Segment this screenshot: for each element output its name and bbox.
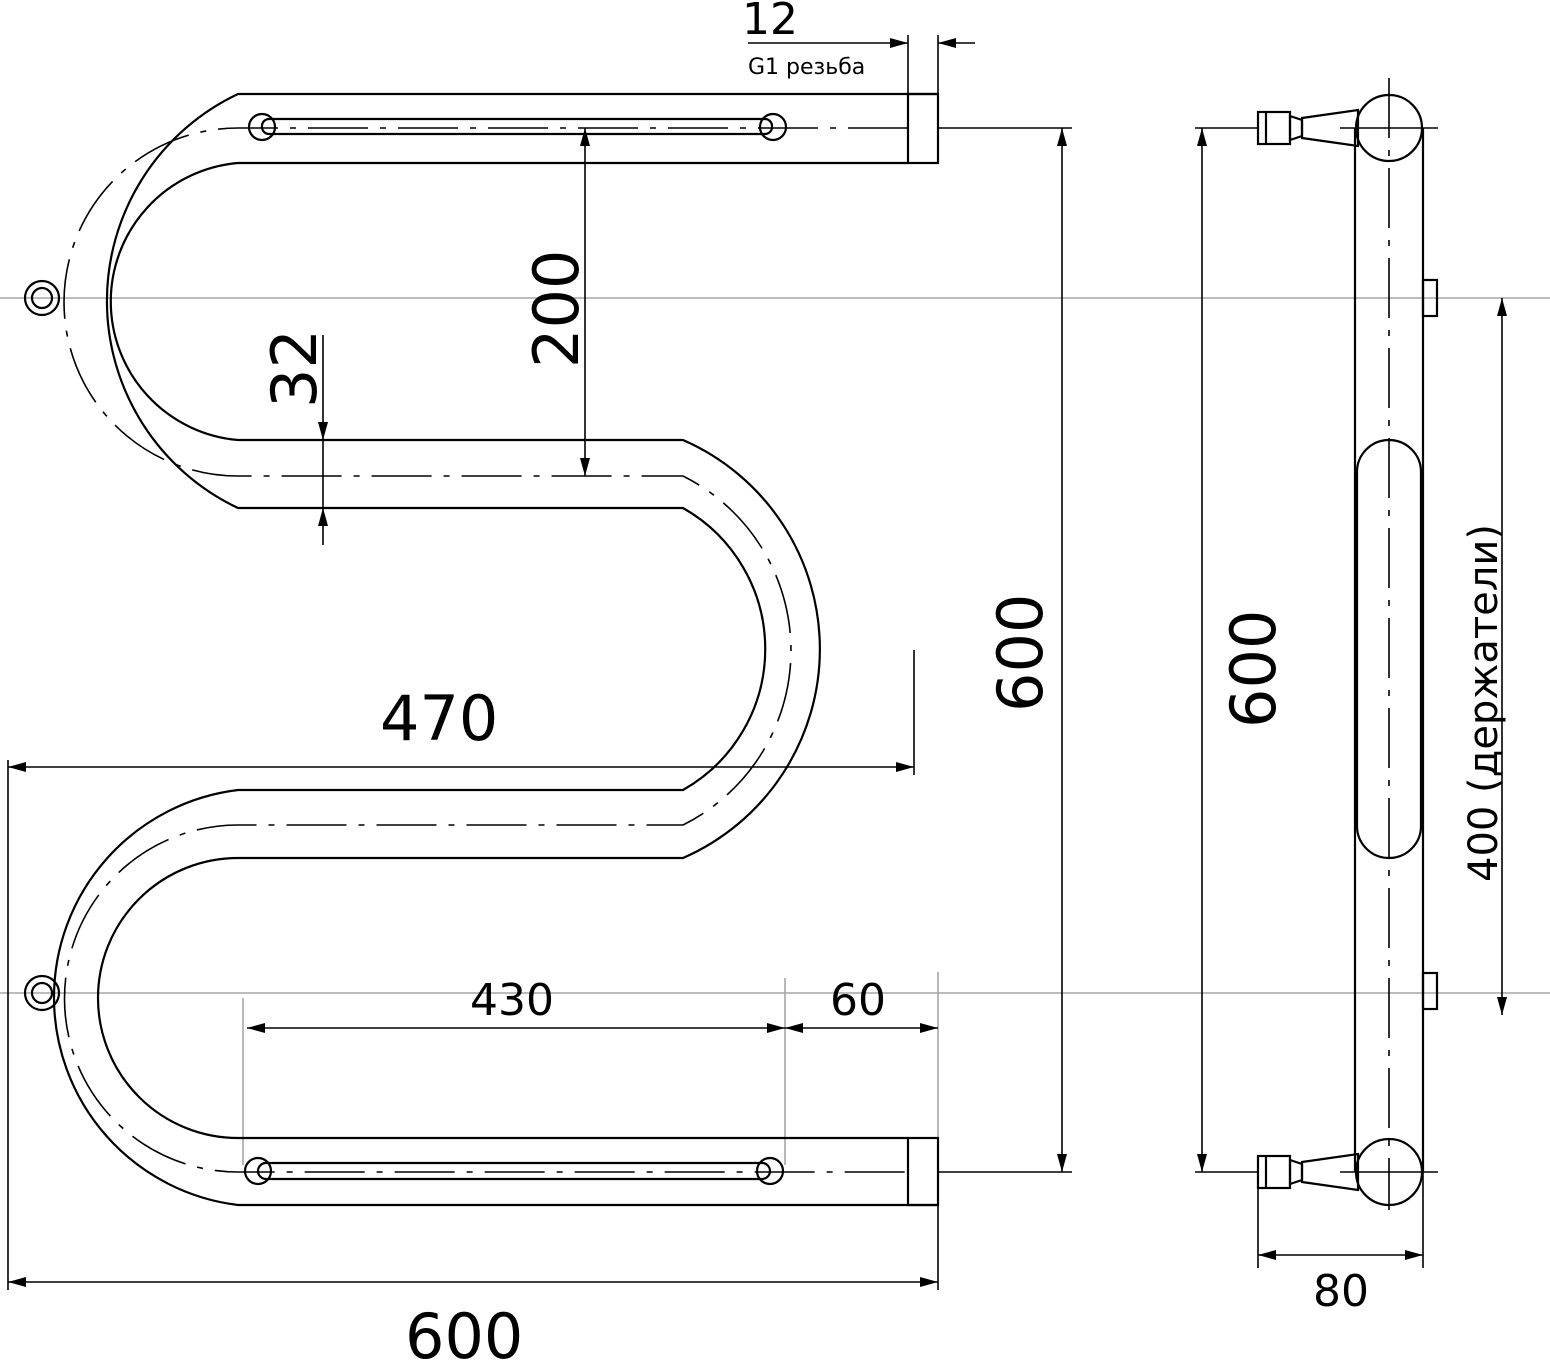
dim-holder-span-label: 430	[470, 975, 554, 1026]
dim-pipe-diameter: 32	[258, 329, 331, 545]
side-view	[1256, 78, 1439, 1210]
dim-side-height-label: 600	[1217, 610, 1290, 728]
dim-step-height: 200	[520, 128, 593, 476]
dim-pipe-diameter-label: 32	[258, 329, 331, 408]
dim-holder-span: 430	[247, 975, 785, 1033]
dim-total-width-label: 600	[405, 1300, 523, 1369]
serpentine-pipe	[23, 92, 940, 1207]
dim-total-height-label: 600	[984, 594, 1057, 712]
dim-inner-width: 470	[8, 650, 915, 775]
dim-holder-distance-label: 400 (держатели)	[1461, 524, 1507, 882]
thread-note-label: G1 резьба	[748, 55, 865, 80]
dim-end-offset: 60	[785, 975, 938, 1033]
dim-side-height: 600	[1195, 127, 1290, 1173]
dim-total-height: 600	[938, 127, 1072, 1173]
dim-thread-width-label: 12	[742, 0, 798, 45]
dim-depth-label: 80	[1313, 1266, 1369, 1317]
dim-thread-width: 12 G1 резьба	[742, 0, 975, 94]
dim-end-offset-label: 60	[830, 975, 886, 1026]
dim-inner-width-label: 470	[380, 682, 498, 755]
center-lines	[0, 297, 1550, 1165]
dim-total-width: 600	[7, 760, 939, 1369]
dim-holder-distance: 400 (держатели)	[1461, 298, 1507, 1015]
dim-depth: 80	[1257, 1172, 1424, 1317]
dim-step-height-label: 200	[520, 250, 593, 368]
